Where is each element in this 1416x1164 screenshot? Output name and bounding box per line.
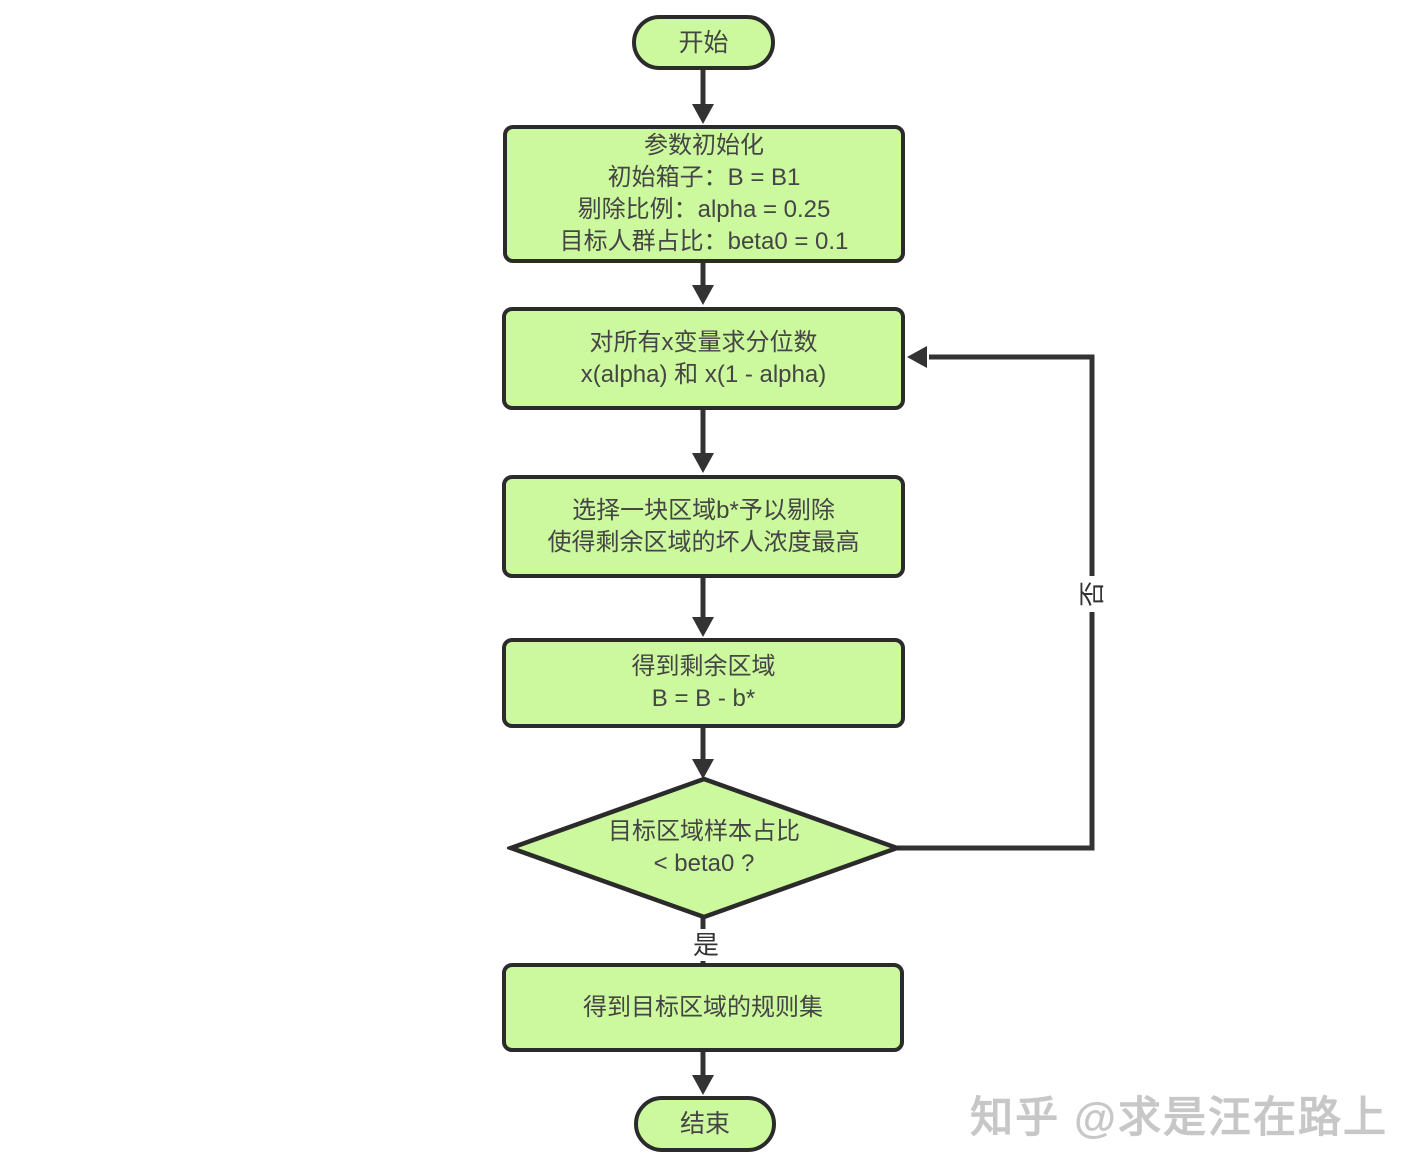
feedback-edge-no [897,354,1095,851]
node-text-line: 选择一块区域b*予以剔除 [572,496,835,524]
arrowhead-down-icon [692,453,714,473]
node-text-line: B = B - b* [651,685,756,712]
decision-text: 目标区域样本占比 < beta0 ? [507,775,901,921]
arrowhead-down-icon [692,759,714,779]
node-text-line: 目标人群占比：beta0 = 0.1 [559,228,849,255]
select-region-node: 选择一块区域b*予以剔除 使得剩余区域的坏人浓度最高 [502,475,905,578]
no-edge-label: 否 [1076,575,1108,613]
node-text-line: < beta0 ? [653,850,755,877]
ruleset-node: 得到目标区域的规则集 [502,963,904,1052]
node-text-line: 剔除比例：alpha = 0.25 [577,196,831,223]
node-text-line: 初始箱子：B = B1 [607,164,801,191]
start-node: 开始 [632,15,775,70]
arrowhead-down-icon [692,1075,714,1095]
node-text-line: 使得剩余区域的坏人浓度最高 [547,528,860,556]
node-text-line: x(alpha) 和 x(1 - alpha) [580,360,827,388]
arrowhead-left-icon [907,346,927,368]
end-label: 结束 [679,1110,730,1138]
node-text-line: 得到目标区域的规则集 [583,993,823,1021]
decision-diamond-shape [507,776,901,920]
node-text-line: 得到剩余区域 [631,653,776,680]
start-label: 开始 [678,28,729,57]
arrowhead-down-icon [692,285,714,305]
arrowhead-down-icon [692,104,714,124]
watermark-text: 知乎 @求是汪在路上 [970,1094,1388,1142]
remaining-region-node: 得到剩余区域 B = B - b* [502,638,905,728]
end-node: 结束 [634,1096,776,1152]
quantile-node: 对所有x变量求分位数 x(alpha) 和 x(1 - alpha) [502,307,905,410]
node-text-line: 目标区域样本占比 [608,818,800,845]
init-params-node: 参数初始化 初始箱子：B = B1 剔除比例：alpha = 0.25 目标人群… [503,125,905,263]
decision-node: 目标区域样本占比 < beta0 ? [507,775,901,921]
diamond-icon [507,776,901,920]
node-text-line: 参数初始化 [644,132,764,159]
arrowhead-down-icon [692,617,714,637]
node-text-line: 对所有x变量求分位数 [589,328,818,356]
yes-edge-label: 是 [687,929,725,961]
